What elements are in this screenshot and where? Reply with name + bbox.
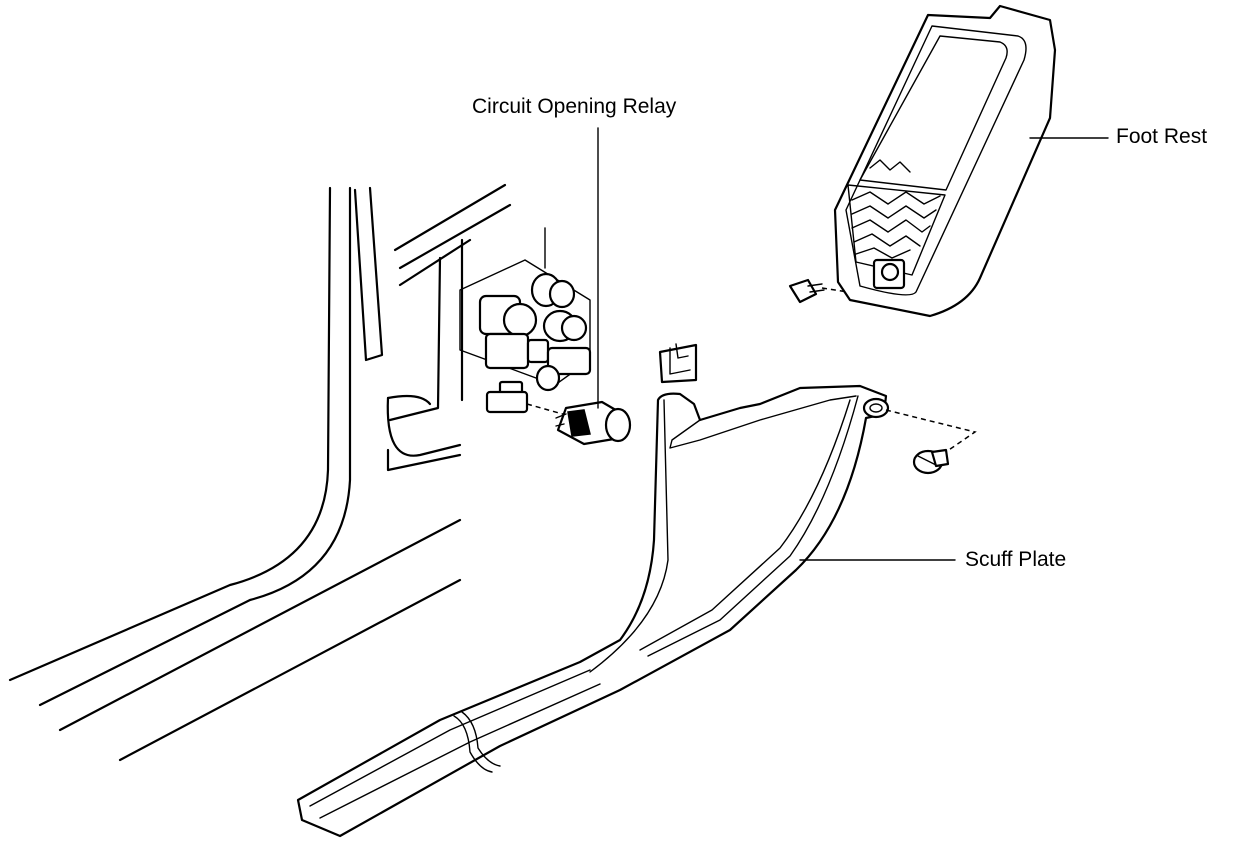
label-circuit-opening-relay: Circuit Opening Relay [472,95,677,118]
scuff-plate-screw [885,409,977,475]
relay-cluster [459,227,592,416]
clip [658,343,698,384]
label-foot-rest: Foot Rest [1116,125,1208,148]
body-panel [8,183,512,762]
foot-rest-screw [788,278,849,304]
circuit-opening-relay-part [555,400,632,446]
scuff-plate [296,384,890,838]
label-scuff-plate: Scuff Plate [965,548,1067,571]
foot-rest [833,4,1057,318]
